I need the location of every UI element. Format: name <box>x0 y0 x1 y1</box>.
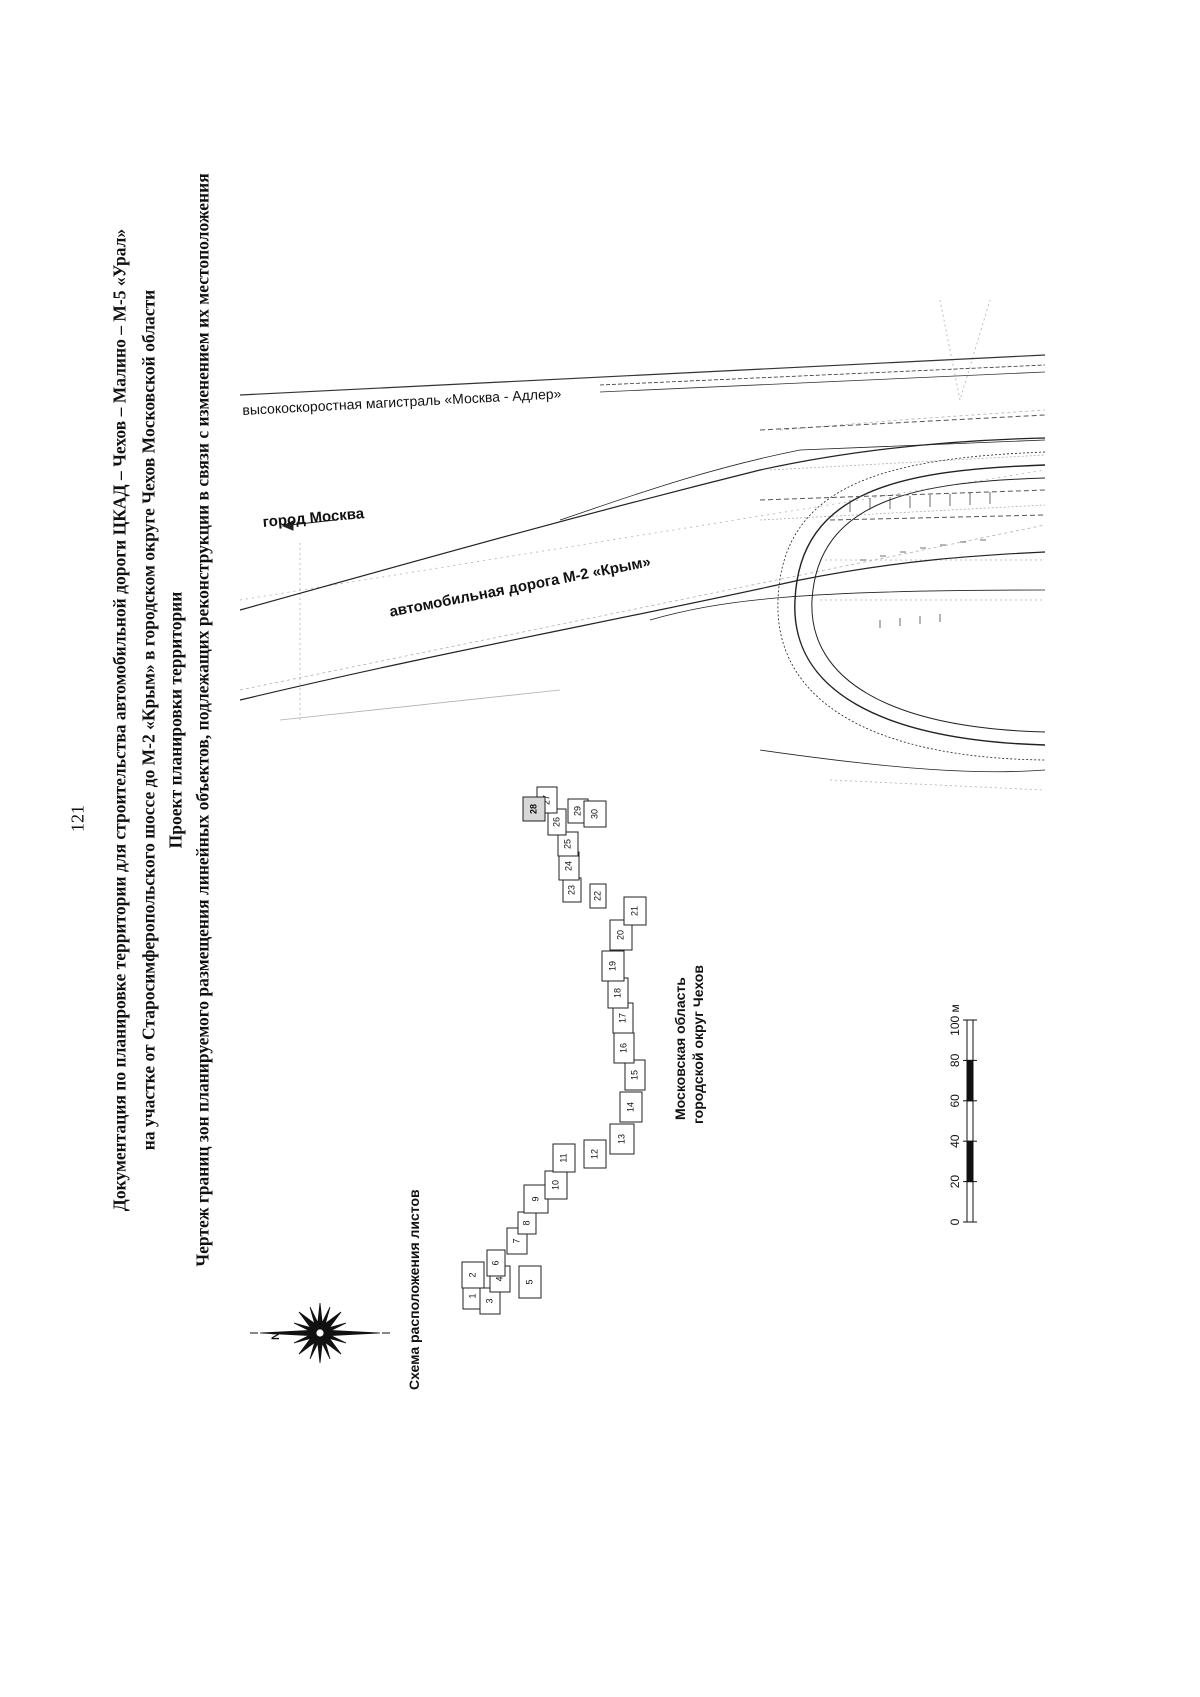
sheet-rect-2 <box>461 1261 485 1289</box>
sheet-rect-28 <box>522 796 546 822</box>
sheet-label: 2 <box>467 1272 477 1277</box>
sheet-label: 27 <box>541 795 551 805</box>
sheet-box-18: 18 <box>607 977 629 1009</box>
interchange-loop <box>759 451 1046 773</box>
sheet-label: 3 <box>484 1298 494 1303</box>
sheet-box-22: 22 <box>589 883 607 909</box>
sheet-rect-22 <box>589 883 607 909</box>
scale-bar: 0 20 40 60 80 100 м <box>948 1004 977 1225</box>
sheet-rect-6 <box>486 1249 506 1277</box>
sheet-box-21: 21 <box>623 896 647 926</box>
sheet-label: 29 <box>572 806 582 816</box>
sheet-box-26: 26 <box>547 808 567 836</box>
sheet-rect-5 <box>518 1265 542 1299</box>
scale-tick-label: 80 <box>948 1053 962 1067</box>
sheet-label: 24 <box>563 861 573 871</box>
sheet-box-10: 10 <box>544 1170 568 1200</box>
region-label-okrug: городской округ Чехов <box>690 965 706 1124</box>
sheet-box-16: 16 <box>613 1032 635 1064</box>
scale-segment <box>966 1019 974 1061</box>
sheet-label: 26 <box>551 817 561 827</box>
sheet-label: 30 <box>589 809 599 819</box>
scale-segment <box>966 1140 974 1183</box>
sheet-label: 17 <box>617 1013 627 1023</box>
sheet-label: 9 <box>530 1196 540 1201</box>
sheet-box-19: 19 <box>601 950 625 982</box>
sheet-box-15: 15 <box>624 1059 646 1091</box>
scale-segment <box>966 1100 974 1142</box>
scale-tick-label: 100 м <box>948 1004 962 1036</box>
region-label-oblast: Московская область <box>672 977 688 1120</box>
sheet-rect-19 <box>601 950 625 982</box>
scheme-title: Схема расположения листов <box>406 1189 422 1390</box>
railway-line <box>239 354 1046 396</box>
sheet-label: 21 <box>629 906 639 916</box>
sheet-label: 4 <box>494 1276 504 1281</box>
sheet-box-29: 29 <box>567 798 589 824</box>
sheet-box-25: 25 <box>557 831 579 857</box>
sheet-label: 13 <box>616 1134 626 1144</box>
scale-segment <box>966 1181 974 1223</box>
sheet-box-14: 14 <box>619 1091 643 1123</box>
sheet-rect-9 <box>523 1184 549 1214</box>
scale-tick-label: 20 <box>948 1175 962 1189</box>
sheet-box-24: 24 <box>558 851 580 881</box>
sheet-rect-25 <box>557 831 579 857</box>
sheet-box-11: 11 <box>552 1143 576 1173</box>
sheet-label: 19 <box>607 961 617 971</box>
scale-tick-label: 60 <box>948 1094 962 1108</box>
background-linework <box>239 299 1046 791</box>
sheet-rect-20 <box>609 919 633 951</box>
sheet-label: 28 <box>528 804 538 814</box>
sheet-label: 18 <box>612 988 622 998</box>
scale-segment <box>966 1059 974 1102</box>
sheet-label: 10 <box>550 1180 560 1190</box>
sheet-box-12: 12 <box>583 1139 607 1169</box>
sheet-label: 1 <box>467 1293 477 1298</box>
zone-boundary <box>759 414 1046 521</box>
sheet-rect-15 <box>624 1059 646 1091</box>
sheet-label: 14 <box>625 1102 635 1112</box>
sheet-label: 5 <box>524 1279 534 1284</box>
scale-tick-label: 40 <box>948 1134 962 1148</box>
sheet-label: 15 <box>629 1070 639 1080</box>
sheet-label: 16 <box>618 1043 628 1053</box>
sheet-label: 23 <box>566 885 576 895</box>
sheet-box-23: 23 <box>562 877 582 903</box>
compass-north-label: N <box>270 1332 282 1340</box>
compass-rose-icon <box>250 1302 390 1364</box>
sheet-label: 12 <box>589 1149 599 1159</box>
sheet-box-5: 5 <box>518 1265 542 1299</box>
sheet-box-30: 30 <box>583 800 607 828</box>
sheet-rect-11 <box>552 1143 576 1173</box>
sheet-label: 11 <box>558 1153 568 1162</box>
scale-tick-label: 0 <box>948 1218 962 1225</box>
sheet-rect-14 <box>619 1091 643 1123</box>
sheet-rect-13 <box>609 1123 635 1155</box>
sheet-rect-12 <box>583 1139 607 1169</box>
sheet-box-20: 20 <box>609 919 633 951</box>
sheet-label: 6 <box>490 1260 500 1265</box>
sheet-label: 7 <box>511 1238 521 1243</box>
sheet-box-13: 13 <box>609 1123 635 1155</box>
structure-markings <box>849 492 991 628</box>
sheet-label: 22 <box>592 891 602 901</box>
sheet-rect-21 <box>623 896 647 926</box>
sheet-box-8: 8 <box>517 1211 537 1235</box>
road-m2 <box>239 437 1046 701</box>
sheet-label: 8 <box>521 1220 531 1225</box>
sheet-box-2: 2 <box>461 1261 485 1289</box>
direction-arrow-icon <box>281 519 336 531</box>
sheet-label: 20 <box>615 930 625 940</box>
sheet-box-9: 9 <box>523 1184 549 1214</box>
sheet-label: 25 <box>562 839 572 849</box>
sheet-rect-30 <box>583 800 607 828</box>
sheet-box-6: 6 <box>486 1249 506 1277</box>
sheet-box-28: 28 <box>522 796 546 822</box>
